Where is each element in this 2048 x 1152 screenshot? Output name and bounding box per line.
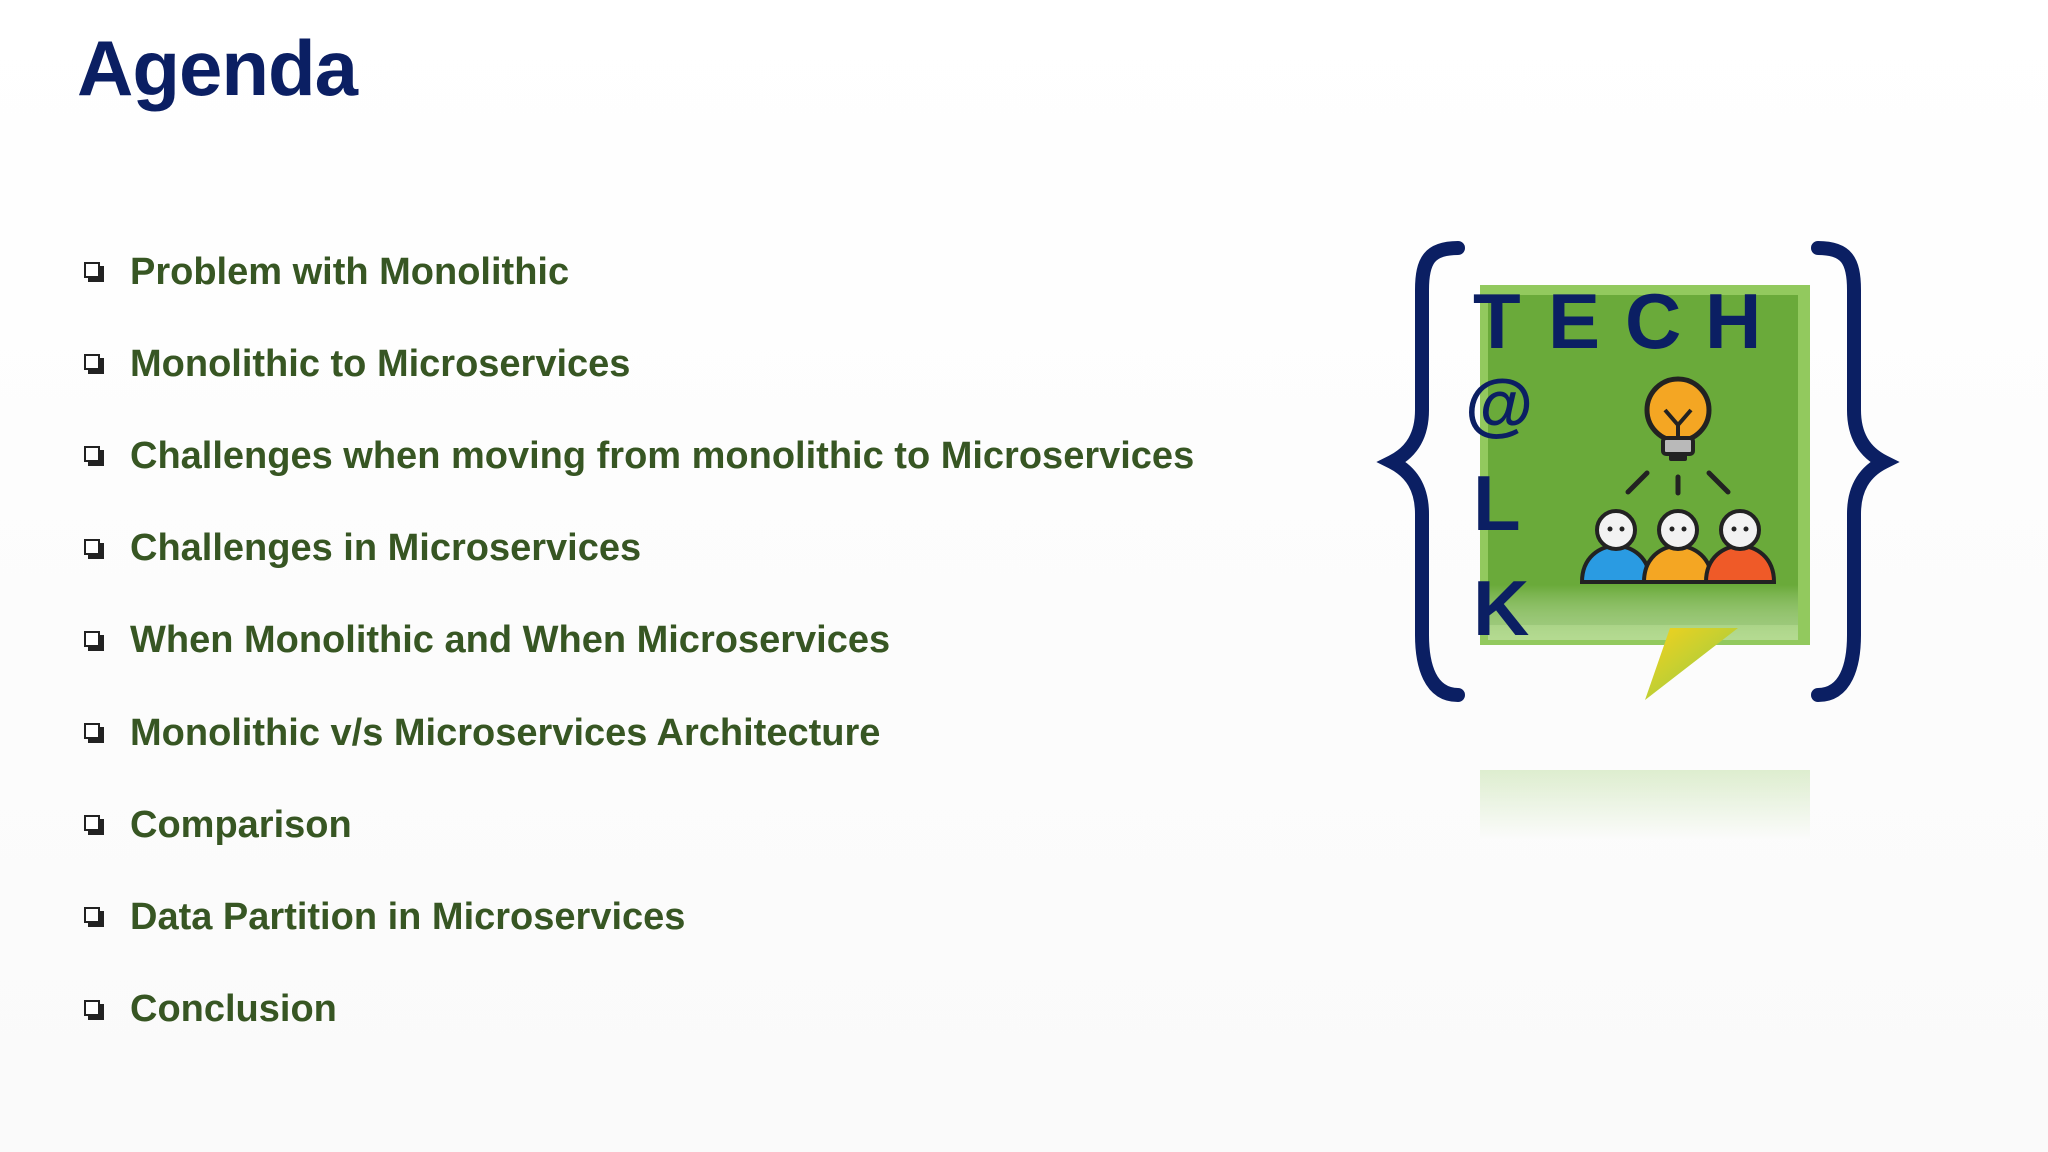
logo-letter-at: @ bbox=[1465, 365, 1533, 443]
checkbox-bullet-icon bbox=[84, 538, 104, 559]
curly-brace-left-icon bbox=[1376, 241, 1465, 702]
logo-letter-l: L bbox=[1473, 459, 1521, 547]
logo-letter-k: K bbox=[1473, 564, 1529, 652]
agenda-item: Challenges in Microservices bbox=[84, 503, 1194, 595]
agenda-item: Comparison bbox=[84, 779, 1194, 871]
checkbox-bullet-icon bbox=[84, 630, 104, 651]
checkbox-bullet-icon bbox=[84, 907, 104, 928]
agenda-item-label: Conclusion bbox=[130, 988, 337, 1031]
agenda-item: Challenges when moving from monolithic t… bbox=[84, 410, 1194, 502]
checkbox-bullet-icon bbox=[84, 999, 104, 1020]
agenda-item-label: Monolithic v/s Microservices Architectur… bbox=[130, 711, 881, 754]
agenda-list: Problem with Monolithic Monolithic to Mi… bbox=[84, 226, 1194, 1056]
agenda-item-label: Challenges in Microservices bbox=[130, 527, 642, 570]
logo-letter-h: H bbox=[1705, 277, 1761, 365]
logo-letter-t: T bbox=[1473, 277, 1521, 365]
person-orange-icon bbox=[1641, 509, 1715, 584]
logo-reflection bbox=[1480, 770, 1810, 840]
person-blue-icon bbox=[1579, 509, 1653, 584]
checkbox-bullet-icon bbox=[84, 354, 104, 375]
agenda-item-label: Monolithic to Microservices bbox=[130, 342, 631, 385]
agenda-item: Data Partition in Microservices bbox=[84, 871, 1194, 963]
connector-lines bbox=[1625, 470, 1731, 496]
agenda-item-label: Data Partition in Microservices bbox=[130, 895, 686, 938]
checkbox-bullet-icon bbox=[84, 262, 104, 283]
logo-letter-e: E bbox=[1548, 277, 1600, 365]
agenda-item: When Monolithic and When Microservices bbox=[84, 595, 1194, 687]
agenda-item: Conclusion bbox=[84, 964, 1194, 1056]
speech-bubble-tail bbox=[1645, 628, 1738, 700]
tech-talk-logo: T E C H @ L K bbox=[1376, 241, 1900, 840]
agenda-item: Monolithic to Microservices bbox=[84, 318, 1194, 410]
person-red-icon bbox=[1703, 509, 1777, 584]
agenda-item-label: When Monolithic and When Microservices bbox=[130, 619, 891, 662]
agenda-item: Problem with Monolithic bbox=[84, 226, 1194, 318]
agenda-item-label: Comparison bbox=[130, 803, 352, 846]
lightbulb-icon bbox=[1644, 376, 1712, 461]
checkbox-bullet-icon bbox=[84, 815, 104, 836]
checkbox-bullet-icon bbox=[84, 723, 104, 744]
curly-brace-right-icon bbox=[1811, 241, 1900, 702]
agenda-item-label: Problem with Monolithic bbox=[130, 250, 570, 293]
agenda-item: Monolithic v/s Microservices Architectur… bbox=[84, 687, 1194, 779]
logo-letter-c: C bbox=[1625, 277, 1681, 365]
agenda-item-label: Challenges when moving from monolithic t… bbox=[130, 434, 1195, 477]
slide-title: Agenda bbox=[77, 24, 358, 112]
checkbox-bullet-icon bbox=[84, 446, 104, 467]
